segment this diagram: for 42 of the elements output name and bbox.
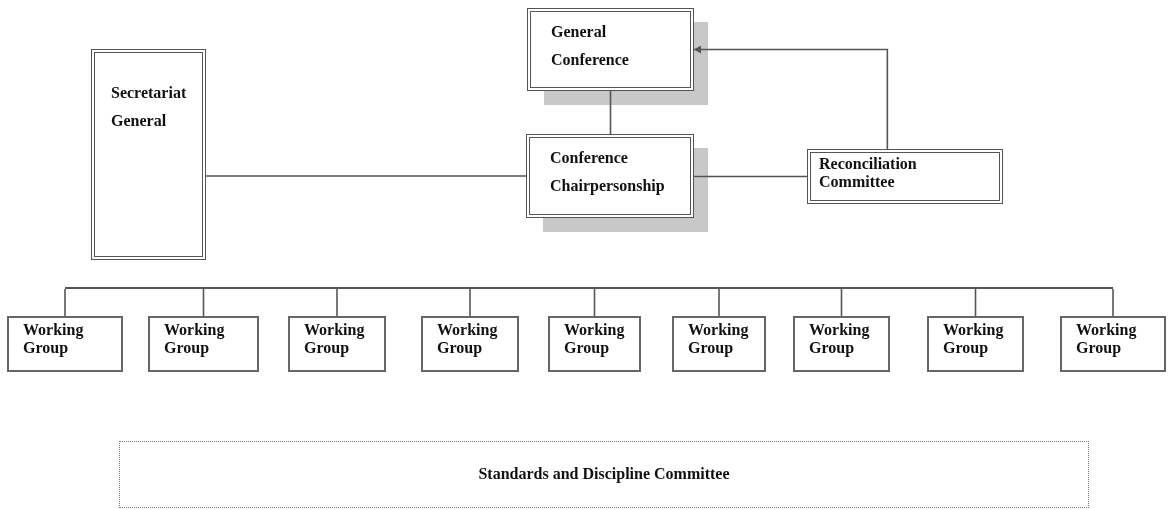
box-label: General Conference xyxy=(551,22,630,70)
box-label: Working Group xyxy=(437,321,499,358)
org-box xyxy=(548,316,641,372)
box-label: Working Group xyxy=(809,321,871,358)
org-box xyxy=(807,149,1003,204)
connector-line xyxy=(718,288,720,317)
box-label: Reconciliation Committee xyxy=(819,155,918,192)
box-label: Conference Chairpersonship xyxy=(550,148,666,197)
org-box xyxy=(7,316,123,372)
box-label: Working Group xyxy=(23,321,85,358)
org-box xyxy=(672,316,766,372)
connector-line xyxy=(693,175,808,178)
org-box xyxy=(1060,316,1166,372)
connector-line xyxy=(336,288,338,317)
dotted-box xyxy=(119,441,1089,508)
org-box xyxy=(793,316,890,372)
connector-line xyxy=(64,288,66,317)
connector-line xyxy=(974,288,977,317)
org-box xyxy=(927,316,1024,372)
connector-line xyxy=(205,175,527,177)
box-label: Working Group xyxy=(304,321,366,358)
connector-line xyxy=(840,288,843,317)
org-box xyxy=(527,8,694,91)
connector-line xyxy=(202,288,205,317)
box-label: Working Group xyxy=(943,321,1005,358)
connector-line xyxy=(593,288,596,317)
box-label: Working Group xyxy=(688,321,750,358)
connector-line xyxy=(1112,288,1114,317)
bus-line xyxy=(65,287,1113,289)
org-box xyxy=(91,49,206,260)
box-label: Standards and Discipline Committee xyxy=(478,465,730,484)
org-box xyxy=(148,316,259,372)
org-box xyxy=(288,316,386,372)
org-box xyxy=(421,316,519,372)
box-label: Working Group xyxy=(1076,321,1138,358)
connector-line xyxy=(609,90,612,135)
arrow xyxy=(693,45,889,150)
box-label: Working Group xyxy=(164,321,226,358)
box-label: Working Group xyxy=(564,321,626,358)
box-label: Secretariat General xyxy=(111,83,188,131)
connector-line xyxy=(469,288,471,317)
org-box xyxy=(526,134,694,218)
